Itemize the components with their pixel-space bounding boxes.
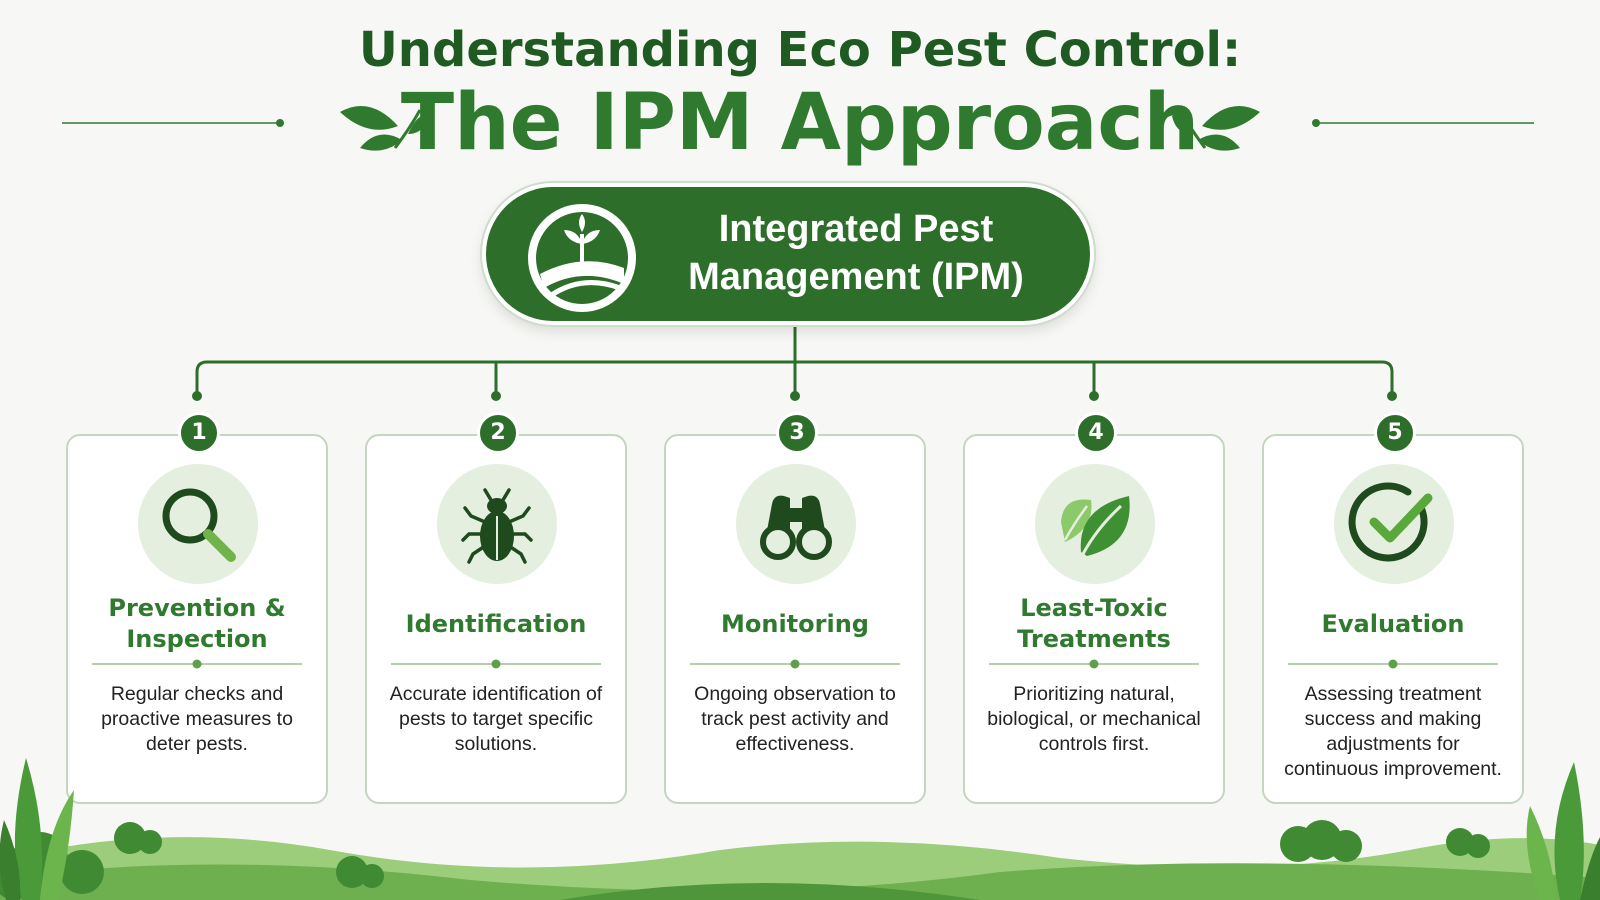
step-description: Accurate identification of pests to targ… — [389, 683, 603, 755]
divider — [989, 659, 1199, 669]
step-description: Assessing treatment success and making a… — [1284, 683, 1502, 780]
step-number-badge: 4 — [1075, 412, 1117, 454]
root-title: Integrated Pest Management (IPM) — [688, 208, 1024, 298]
magnifying-glass-icon — [138, 464, 258, 584]
step-number-badge: 5 — [1374, 412, 1416, 454]
step-card-identification: 2 Identification Accurate identification… — [365, 412, 627, 804]
leaf-icon — [1035, 464, 1155, 584]
divider — [1288, 659, 1498, 669]
binoculars-icon — [736, 464, 856, 584]
plant-field-icon — [528, 204, 636, 312]
step-title: Prevention & Inspection — [108, 594, 286, 653]
step-description: Ongoing observation to track pest activi… — [694, 683, 896, 755]
divider — [391, 659, 601, 669]
divider — [690, 659, 900, 669]
step-number-badge: 1 — [178, 412, 220, 454]
step-card-least-toxic: 4 Least-Toxic Treatments Prioritizing na… — [963, 412, 1225, 804]
step-number-badge: 2 — [477, 412, 519, 454]
checkmark-icon — [1334, 464, 1454, 584]
step-description: Regular checks and proactive measures to… — [101, 683, 293, 755]
step-number-badge: 3 — [776, 412, 818, 454]
step-title: Least-Toxic Treatments — [1017, 594, 1171, 653]
hill-bushes — [114, 820, 1490, 888]
page-title: Understanding Eco Pest Control: — [358, 22, 1242, 78]
step-card-evaluation: 5 Evaluation Assessing treatment success… — [1262, 412, 1524, 804]
step-card-monitoring: 3 Monitoring Ongoing observation to trac… — [664, 412, 926, 804]
page-subtitle: The IPM Approach — [400, 78, 1200, 168]
header-decoration — [62, 105, 1534, 151]
connector-lines — [192, 325, 1397, 401]
left-leaf-sprig-icon — [340, 105, 428, 151]
right-leaf-sprig-icon — [1172, 105, 1260, 151]
ipm-root-node: Integrated Pest Management (IPM) — [482, 183, 1094, 325]
step-title: Evaluation — [1321, 609, 1465, 638]
beetle-icon — [437, 464, 557, 584]
step-card-prevention: 1 Prevention & Inspection Regular checks… — [66, 412, 328, 804]
step-title: Identification — [405, 609, 587, 638]
left-plant — [0, 758, 74, 900]
step-description: Prioritizing natural, biological, or mec… — [987, 683, 1201, 755]
right-plant — [1526, 762, 1600, 900]
divider — [92, 659, 302, 669]
step-title: Monitoring — [721, 609, 869, 638]
